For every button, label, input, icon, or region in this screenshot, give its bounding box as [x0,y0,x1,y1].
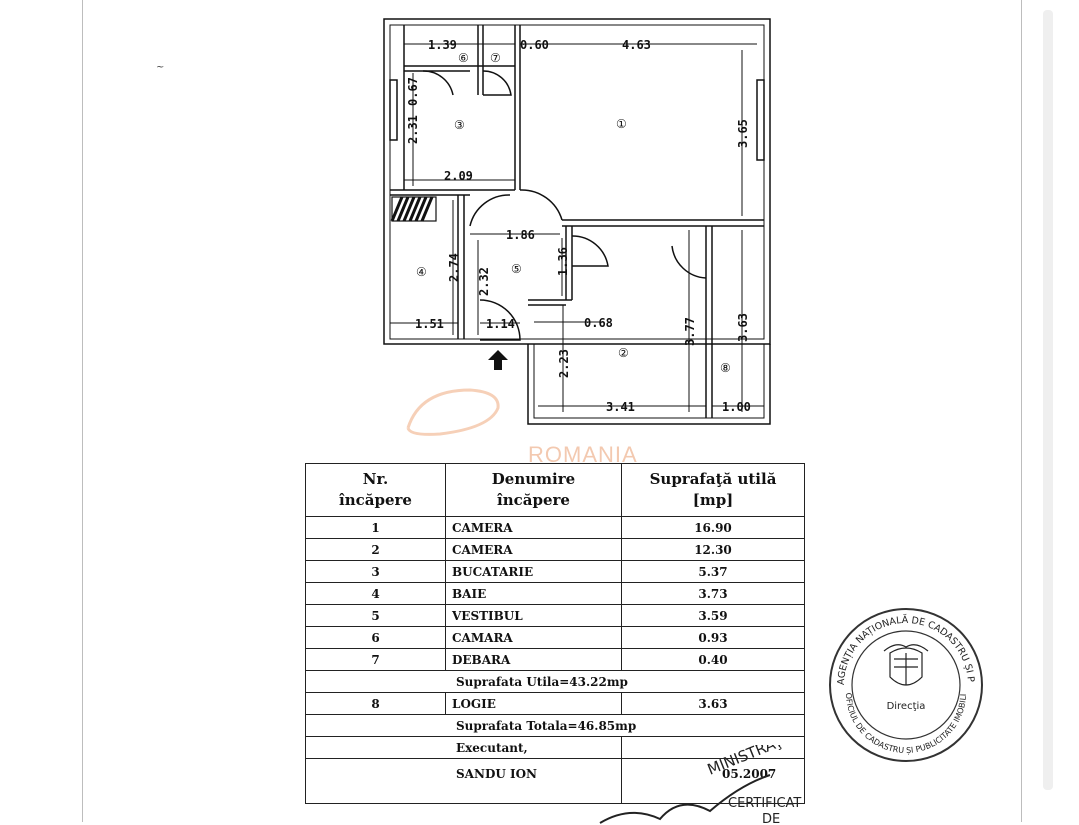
cell-name: BUCATARIE [445,560,622,583]
dim-label: 2.32 [477,267,491,296]
stamp-overlay-de: DE [762,812,780,825]
dim-label: 2.31 [406,115,420,144]
dim-label: 3.41 [606,400,635,414]
dim-label: 0.60 [520,38,549,52]
header-nr-text: Nr. încăpere [339,470,412,509]
grand-total-row: Suprafata Totala=46.85mp [305,714,805,737]
cell-area: 12.30 [621,538,805,561]
rooms-table: Nr. încăpere Denumire încăpere Suprafaţă… [305,463,805,804]
table-row: 4 BAIE 3.73 [305,582,805,605]
table-row: 7 DEBARA 0.40 [305,648,805,671]
floor-plan: 1.39 0.60 4.63 2.09 1.86 1.51 1.14 0.68 … [156,18,771,436]
cell-area: 0.40 [621,648,805,671]
scrollbar[interactable] [1043,10,1053,790]
svg-text:~: ~ [156,62,164,73]
cell-nr: 6 [305,626,446,649]
cell-nr: 1 [305,516,446,539]
dim-label: 0.68 [584,316,613,330]
dim-label: 1.86 [506,228,535,242]
executant-label: Executant, [305,736,622,759]
room-label-5: ⑤ [511,262,522,276]
room-label-6: ⑥ [458,51,469,65]
table-row: 6 CAMARA 0.93 [305,626,805,649]
table-row: 5 VESTIBUL 3.59 [305,604,805,627]
signature-area: MINISTRAŢIEI P CERTIFICAT DE [599,745,816,825]
room-label-1: ① [616,117,627,131]
cell-nr: 5 [305,604,446,627]
dim-label: 0.67 [406,77,420,106]
cell-name: CAMARA [445,626,622,649]
cell-nr: 4 [305,582,446,605]
cell-area: 3.59 [621,604,805,627]
dim-label: 2.23 [557,349,571,378]
useful-total-row: Suprafata Utila=43.22mp [305,670,805,693]
dim-label: 1.00 [722,400,751,414]
official-seal: AGENȚIA NAȚIONALĂ DE CADASTRU ȘI PUBLICI… [826,607,983,762]
table-row: 2 CAMERA 12.30 [305,538,805,561]
header-nr: Nr. încăpere [305,463,446,517]
room-label-2: ② [618,346,629,360]
handwritten-signature [599,774,771,824]
cell-name: BAIE [445,582,622,605]
dim-label: 3.77 [683,317,697,346]
cell-name: VESTIBUL [445,604,622,627]
cell-area: 16.90 [621,516,805,539]
cell-nr: 2 [305,538,446,561]
table-row: 8 LOGIE 3.63 [305,692,805,715]
cell-area: 0.93 [621,626,805,649]
room-label-8: ⑧ [720,361,731,375]
cell-nr: 7 [305,648,446,671]
cell-name: LOGIE [445,692,622,715]
room-label-7: ⑦ [490,51,501,65]
cell-name: CAMERA [445,538,622,561]
dim-label: 1.36 [556,247,570,276]
coat-of-arms-icon [883,644,929,686]
cell-area: 3.73 [621,582,805,605]
room-label-3: ③ [454,118,465,132]
header-name-text: Denumire încăpere [491,470,576,509]
dim-label: 3.63 [736,313,750,342]
dim-label: 2.74 [447,253,461,282]
seal-center-text: Direcţia [887,701,926,712]
room-label-4: ④ [416,265,427,279]
seal-ring-text: AGENȚIA NAȚIONALĂ DE CADASTRU ȘI PUBLICI… [826,607,976,685]
executant-row: Executant, [305,736,805,759]
plan-door [519,189,563,221]
cell-nr: 3 [305,560,446,583]
header-name: Denumire încăpere [445,463,622,517]
stamp-overlay-ministry: MINISTRAŢIEI P [705,745,816,779]
executant-name: SANDU ION [305,758,622,804]
up-arrow-icon [488,350,508,370]
table-header-row: Nr. încăpere Denumire încăpere Suprafaţă… [305,463,805,517]
table-row: 3 BUCATARIE 5.37 [305,560,805,583]
dim-label: 1.39 [428,38,457,52]
table-row: 1 CAMERA 16.90 [305,516,805,539]
header-area-text: Suprafaţă utilă [mp] [649,470,777,509]
executant-name-row: SANDU ION 05.2007 [305,758,805,804]
plan-lower-extension [527,344,771,425]
dim-label: 3.65 [736,119,750,148]
dim-label: 4.63 [622,38,651,52]
dim-label: 2.09 [444,169,473,183]
dim-label: 1.51 [415,317,444,331]
watermark-text: ROMANIA [528,442,638,467]
cell-area: 5.37 [621,560,805,583]
plan-outer-wall [383,18,771,345]
date-text: 05.2007 [621,758,805,804]
cell-area: 3.63 [621,692,805,715]
cell-name: CAMERA [445,516,622,539]
svg-text:AGENȚIA NAȚIONALĂ DE CADASTRU: AGENȚIA NAȚIONALĂ DE CADASTRU ȘI PUBLICI… [826,607,976,685]
plan-shaft [390,196,437,222]
watermark-logo [406,388,500,436]
cell-nr: 8 [305,692,446,715]
grand-total: Suprafata Totala=46.85mp [305,714,805,737]
cell-name: DEBARA [445,648,622,671]
dim-label: 1.14 [486,317,515,331]
stamp-overlay-certificate: CERTIFICAT [728,796,801,811]
useful-total: Suprafata Utila=43.22mp [305,670,805,693]
header-area: Suprafaţă utilă [mp] [621,463,805,517]
